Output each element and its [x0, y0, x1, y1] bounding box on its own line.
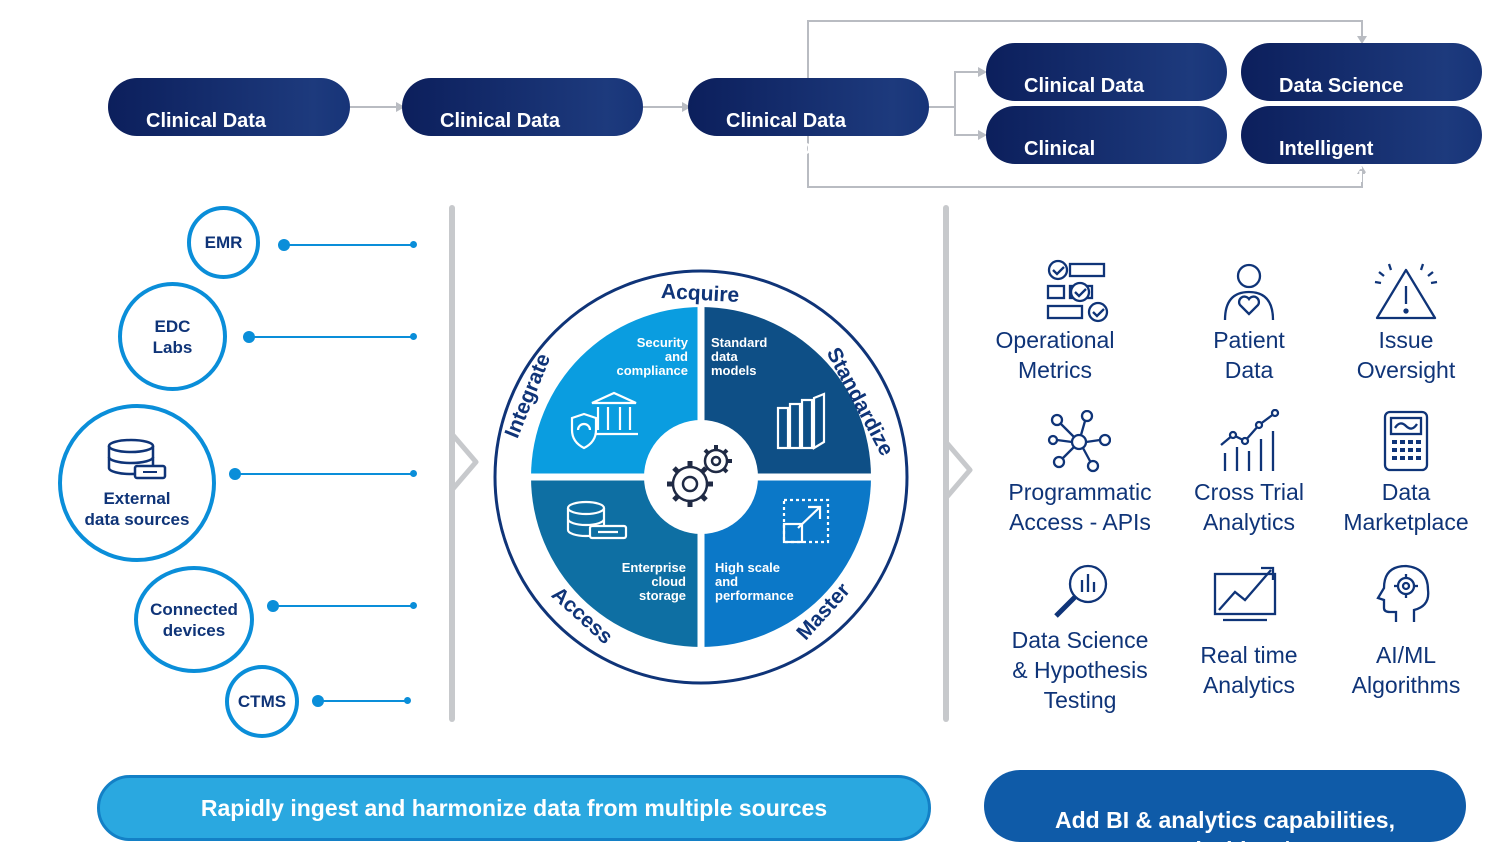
trend-bars-icon — [1220, 409, 1280, 471]
source-label: Connected devices — [150, 599, 238, 640]
magnifier-chart-icon — [1054, 564, 1108, 618]
source-label: EDC Labs — [152, 316, 193, 357]
source-label: EMR — [204, 233, 243, 252]
capability-issue-oversight: Issue Oversight — [1356, 327, 1456, 383]
data-lifecycle-wheel — [493, 269, 909, 685]
source-edc-labs: EDC Labs — [118, 282, 227, 391]
quadrant-top-right — [701, 307, 871, 477]
right-divider — [943, 205, 949, 722]
clinical-data-mapper-pill: Clinical Data Mapper — [402, 78, 643, 159]
capability-data-marketplace: Data Marketplace — [1343, 479, 1469, 535]
clinical-analytics-pill: Clinical Analytics — [986, 106, 1227, 187]
database-icon — [107, 438, 167, 480]
connector-dot — [267, 600, 279, 612]
source-label: CTMS — [237, 692, 287, 711]
books-icon — [776, 392, 826, 450]
connector-dot — [312, 695, 324, 707]
data-science-workbench-pill: Data Science Workbench — [1241, 43, 1482, 124]
network-nodes-icon — [1047, 410, 1111, 473]
capability-patient-data: Patient Data — [1213, 327, 1285, 383]
connector-end-dot — [410, 241, 417, 248]
capability-data-science: Data Science & Hypothesis Testing — [1011, 627, 1149, 713]
quadrant-label-cloud-storage: Enterprise cloud storage — [621, 560, 686, 603]
source-emr: EMR — [187, 206, 260, 279]
capability-cross-trial-analytics: Cross Trial Analytics — [1194, 479, 1304, 535]
capability-operational-metrics: Operational Metrics — [995, 327, 1115, 383]
left-banner: Rapidly ingest and harmonize data from m… — [97, 775, 931, 841]
connector-end-dot — [410, 333, 417, 340]
warning-triangle-icon — [1374, 263, 1438, 320]
gears-icon — [667, 445, 732, 507]
clinical-data-repository-pill: Clinical Data Repository — [688, 78, 929, 159]
quadrant-bottom-right — [701, 477, 871, 647]
connector-end-dot — [410, 602, 417, 609]
connector-end-dot — [410, 470, 417, 477]
source-connector — [249, 336, 414, 338]
pill-label: Intelligent Applications — [1279, 138, 1400, 187]
quadrant-bottom-left — [531, 477, 701, 647]
left-divider — [449, 205, 455, 722]
right-banner: Add BI & analytics capabilities, extend … — [984, 770, 1466, 863]
ring-label-acquire: Acquire — [660, 279, 740, 308]
right-banner-text: Add BI & analytics capabilities, extend … — [1055, 807, 1395, 863]
quadrant-label-security: Security and compliance — [616, 335, 688, 378]
source-connector — [284, 244, 414, 246]
clinical-data-ingestion-pill: Clinical Data Ingestion — [108, 78, 350, 159]
source-connected-devices: Connected devices — [134, 566, 254, 673]
connector-dot — [243, 331, 255, 343]
pill-label: Clinical Data Mapper — [440, 110, 561, 159]
pill-label: Clinical Data Ingestion — [146, 110, 267, 159]
patient-heart-icon — [1223, 263, 1275, 321]
intelligent-applications-pill: Intelligent Applications — [1241, 106, 1482, 187]
bank-shield-icon — [570, 391, 638, 450]
pill-label: Clinical Analytics — [1024, 138, 1113, 187]
capability-real-time-analytics: Real time Analytics — [1200, 642, 1298, 698]
connector-end-dot — [404, 697, 411, 704]
source-label: External data sources — [84, 489, 190, 529]
source-connector — [273, 605, 414, 607]
chevron-right-icon — [450, 432, 479, 492]
scale-arrow-icon — [782, 498, 830, 544]
quadrant-label-high-scale: High scale and performance — [715, 560, 794, 603]
chevron-right-icon — [944, 440, 973, 500]
pill-label: Clinical Data Repository — [726, 110, 847, 159]
clinical-data-review-pill: Clinical Data Review — [986, 43, 1227, 124]
left-banner-text: Rapidly ingest and harmonize data from m… — [200, 795, 828, 821]
brain-gear-icon — [1376, 564, 1430, 622]
connector-dot — [278, 239, 290, 251]
capability-ai-ml-algorithms: AI/ML Algorithms — [1351, 642, 1461, 698]
source-ctms: CTMS — [225, 665, 299, 738]
calculator-icon — [1383, 410, 1429, 472]
connector-dot — [229, 468, 241, 480]
monitor-trend-icon — [1213, 566, 1277, 622]
checklist-icon — [1046, 259, 1109, 323]
capability-programmatic-access: Programmatic Access - APIs — [1008, 479, 1152, 535]
source-external-data: External data sources — [58, 404, 216, 562]
quadrant-label-standard-models: Standard data models — [711, 335, 768, 378]
source-connector — [235, 473, 414, 475]
cloud-storage-icon — [566, 500, 628, 540]
source-connector — [318, 700, 410, 702]
